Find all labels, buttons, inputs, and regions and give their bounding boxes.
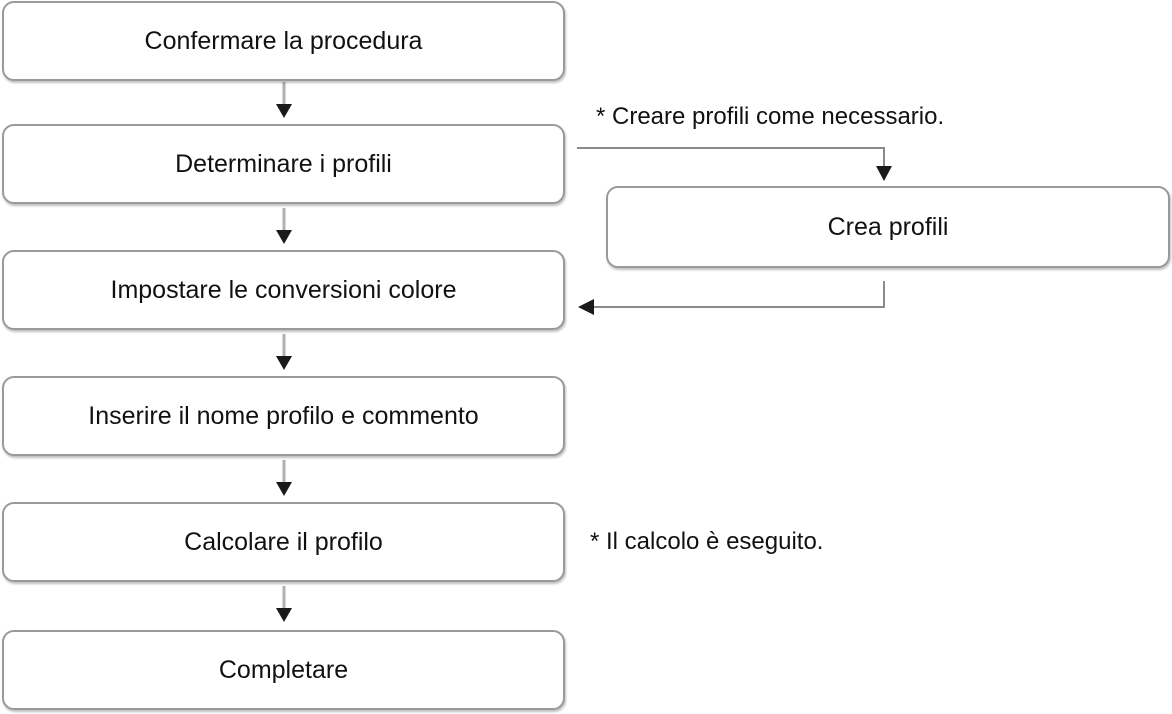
arrow-step3-to-step4: [276, 334, 292, 370]
note-create-profiles: * Creare profili come necessario.: [596, 103, 945, 130]
arrow-step2-to-step3: [276, 208, 292, 244]
step-label: Crea profili: [827, 212, 949, 241]
step-label: Confermare la procedura: [144, 26, 423, 55]
step-complete: Completare: [2, 630, 565, 710]
step-label: Determinare i profili: [175, 149, 392, 178]
step-confirm-procedure: Confermare la procedura: [2, 1, 565, 81]
step-calculate-profile: Calcolare il profilo: [2, 502, 565, 582]
step-label: Calcolare il profilo: [184, 527, 383, 556]
note-calculation: * Il calcolo è eseguito.: [590, 528, 824, 555]
arrow-step1-to-step2: [276, 82, 292, 118]
step-label: Inserire il nome profilo e commento: [88, 401, 479, 430]
step-label: Completare: [218, 655, 349, 684]
step-enter-profile-name: Inserire il nome profilo e commento: [2, 376, 565, 456]
arrow-step5-to-step6: [276, 586, 292, 622]
step-label: Impostare le conversioni colore: [110, 275, 457, 304]
step-set-color-conversions: Impostare le conversioni colore: [2, 250, 565, 330]
arrow-step4-to-step5: [276, 460, 292, 496]
branch-arrow-to-side-step: [577, 147, 892, 181]
step-determine-profiles: Determinare i profili: [2, 124, 565, 204]
side-step-create-profiles: Crea profili: [606, 186, 1170, 268]
return-arrow-from-side-step: [578, 281, 885, 315]
